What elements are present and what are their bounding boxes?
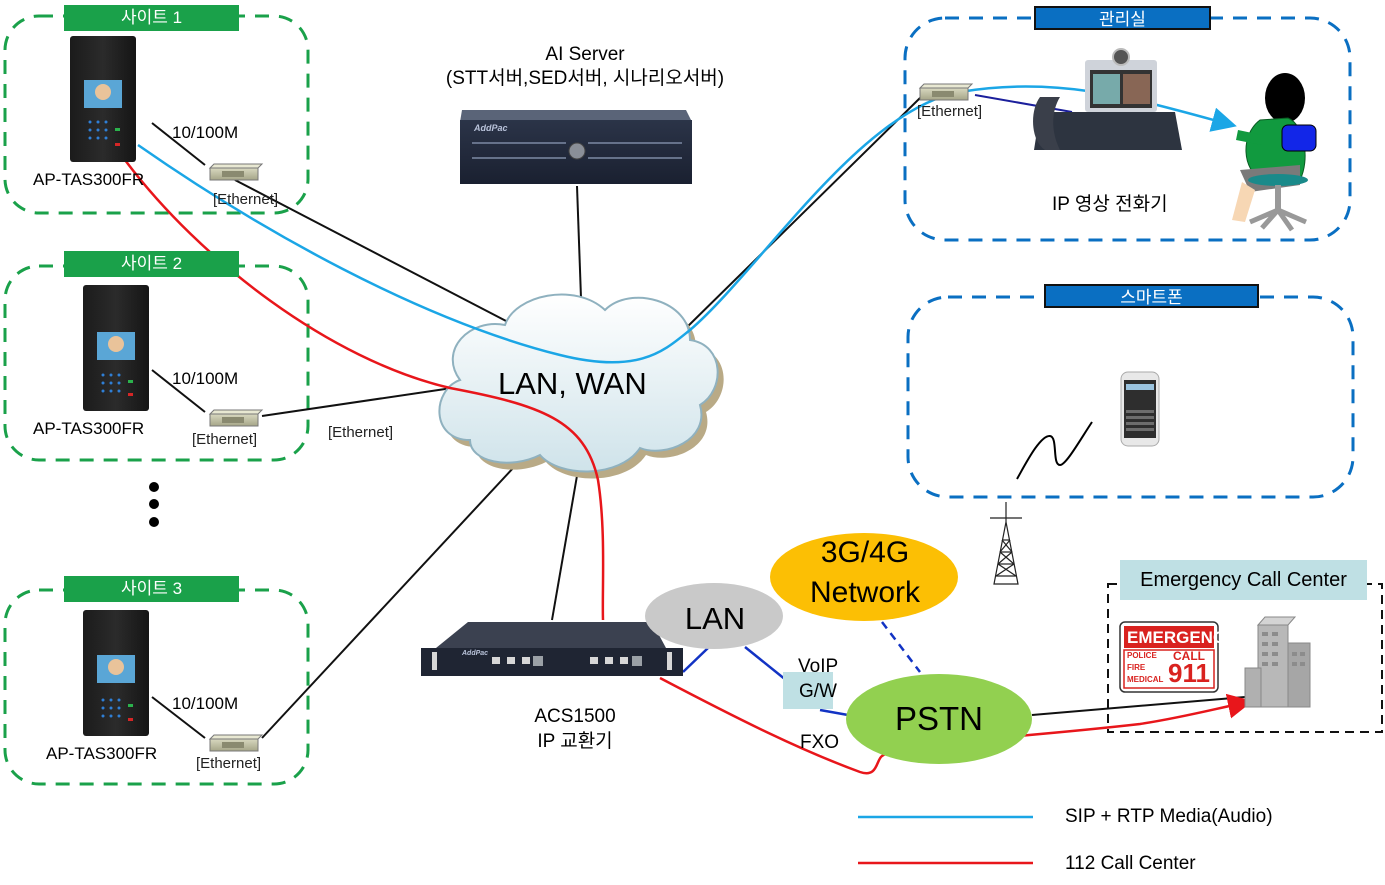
ethernet-switch-icon xyxy=(208,409,264,427)
lan-wan-cloud xyxy=(438,293,724,479)
management-boundary xyxy=(903,16,1352,242)
ai-server-title: AI Server xyxy=(545,44,625,65)
pbx-model-label: ACS1500 xyxy=(534,706,616,727)
link-mobile-pstn xyxy=(881,621,921,673)
link-site3-switch-cloud xyxy=(261,451,529,739)
site-2-speed-label: 10/100M xyxy=(172,369,239,388)
emergency-center-title: Emergency Call Center xyxy=(1120,560,1367,600)
management-switch-label: [Ethernet] xyxy=(917,103,983,120)
ethernet-switch-icon xyxy=(208,734,264,752)
voip-gateway-box xyxy=(783,672,833,709)
emergency-sign-number: 911 xyxy=(1168,658,1210,688)
link-mgmt-switch-phone xyxy=(974,94,1073,113)
mobile-network-label-2: Network xyxy=(809,576,921,609)
pstn-label: PSTN xyxy=(894,700,983,737)
call-center-route xyxy=(124,159,1248,775)
site-3-title: 사이트 3 xyxy=(64,576,239,602)
intercom-device-2 xyxy=(83,285,149,411)
site-2-device-label: AP-TAS300FR xyxy=(33,419,145,438)
emergency-sign-header: EMERGENCY xyxy=(1127,628,1237,647)
emergency-sign-fire: FIRE xyxy=(1127,663,1146,672)
lan-label: LAN xyxy=(684,601,746,636)
site-1-device-label: AP-TAS300FR xyxy=(33,170,145,189)
wireless-signal-icon xyxy=(1016,421,1093,480)
ai-server-brand: AddPac xyxy=(474,123,508,133)
site-3-boundary xyxy=(3,588,310,786)
link-cloud-pbx xyxy=(551,469,579,621)
site-1-title: 사이트 1 xyxy=(64,5,239,31)
pbx-brand: AddPac xyxy=(462,650,489,657)
fxo-label: FXO xyxy=(800,732,840,753)
site-2-boundary xyxy=(3,264,310,462)
smartphone-icon xyxy=(1120,371,1160,447)
ethernet-switch-icon xyxy=(918,83,974,101)
site-2-title: 사이트 2 xyxy=(64,251,239,277)
legend-call-label: 112 Call Center xyxy=(1065,853,1196,874)
ai-server-subtitle: (STT서버,SED서버, 시나리오서버) xyxy=(445,68,725,89)
management-title: 관리실 xyxy=(1034,6,1211,30)
cloud-label: LAN, WAN xyxy=(498,366,647,401)
link-pstn-ecc xyxy=(1031,696,1246,716)
site-2-switch-label: [Ethernet] xyxy=(192,431,258,448)
emergency-sign-medical: MEDICAL xyxy=(1127,675,1164,684)
intercom-device-3 xyxy=(83,610,149,736)
link-site1-device-switch xyxy=(151,122,206,166)
link-lan-voipgw xyxy=(744,646,787,681)
site-3-speed-label: 10/100M xyxy=(172,694,239,713)
pstn-ellipse xyxy=(846,674,1032,764)
ip-video-phone-label: IP 영상 전화기 xyxy=(1052,194,1168,215)
site-3-device-label: AP-TAS300FR xyxy=(46,744,158,763)
link-voipgw-pstn xyxy=(819,708,849,717)
link-site2-switch-cloud xyxy=(261,387,453,417)
building-icon xyxy=(1244,616,1311,708)
emergency-sign-icon xyxy=(1119,621,1219,693)
ip-video-phone-icon xyxy=(1033,48,1182,150)
cell-tower-icon xyxy=(990,502,1022,585)
site-3-switch-label: [Ethernet] xyxy=(196,755,262,772)
operator-person-icon xyxy=(1232,73,1317,232)
site-1-speed-label: 10/100M xyxy=(172,123,239,142)
voip-gw-label-2: G/W xyxy=(799,681,837,702)
more-sites-ellipsis xyxy=(149,482,159,527)
link-site3-device-switch xyxy=(151,696,206,739)
emergency-sign-call: CALL xyxy=(1173,649,1205,663)
emergency-sign-police: POLICE xyxy=(1127,651,1157,660)
mobile-network-ellipse xyxy=(770,533,958,621)
pbx-desc-label: IP 교환기 xyxy=(537,731,613,752)
legend-sip-label: SIP + RTP Media(Audio) xyxy=(1065,806,1273,827)
voip-gw-label-1: VoIP xyxy=(798,656,839,677)
ip-pbx-icon xyxy=(421,622,683,676)
lan-ellipse xyxy=(645,583,783,649)
ethernet-switch-icon xyxy=(208,163,264,181)
intercom-device-1 xyxy=(70,36,136,162)
link-site1-switch-cloud xyxy=(234,179,509,323)
link-server-cloud xyxy=(576,185,582,299)
smartphone-title: 스마트폰 xyxy=(1044,284,1259,308)
site-1-boundary xyxy=(3,14,310,215)
smartphone-boundary xyxy=(906,295,1355,499)
mobile-network-label-1: 3G/4G xyxy=(820,536,910,569)
link-site2-device-switch xyxy=(151,369,206,413)
ethernet-mid-label: [Ethernet] xyxy=(328,424,394,441)
ai-server-icon xyxy=(460,110,692,184)
link-pbx-lan xyxy=(682,647,709,673)
site-1-switch-label: [Ethernet] xyxy=(213,191,279,208)
link-cloud-management xyxy=(681,97,921,333)
sip-media-route xyxy=(137,85,1237,364)
